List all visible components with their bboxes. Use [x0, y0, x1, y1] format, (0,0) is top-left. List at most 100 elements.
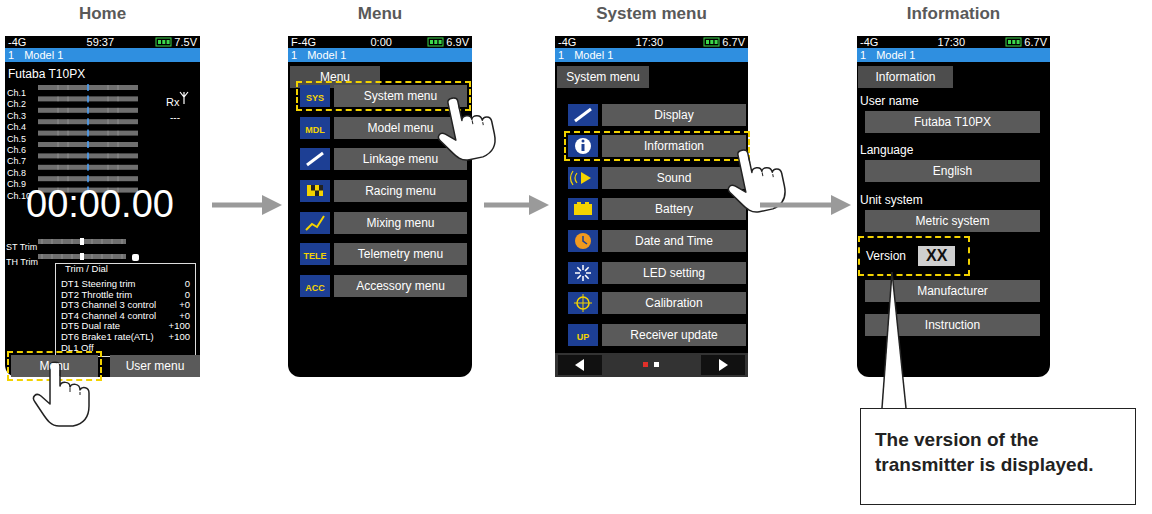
channel-tick: [58, 165, 59, 170]
tap-lines: [60, 370, 80, 395]
button-label: Information: [858, 66, 953, 88]
field-value: Metric system: [865, 210, 1040, 232]
model-number: 1: [291, 48, 297, 62]
page-dot: [643, 362, 648, 367]
model-name: Model 1: [574, 48, 613, 62]
button-face: Accessory menu: [334, 275, 467, 297]
menu-label: Linkage menu: [334, 148, 467, 170]
tap-lines: [749, 153, 774, 182]
channel-tick: [118, 96, 119, 101]
battery-voltage: 7.5V: [174, 36, 197, 48]
channel-tick: [118, 119, 119, 124]
channel-center: [87, 118, 89, 125]
phone-screen: Information-4G17:306.7V1Model 1Informati…: [857, 36, 1050, 377]
setting-field: User nameFutaba T10PX: [865, 111, 1040, 133]
button-face: Sound: [602, 167, 746, 189]
icon-glyph: [319, 185, 323, 191]
menu-item: Information: [568, 135, 746, 157]
battery-cell: [706, 40, 709, 44]
channel-tick: [108, 119, 109, 124]
channel-tick: [68, 108, 69, 113]
screen-label: Ch.9: [7, 179, 26, 189]
model-number: 1: [558, 48, 564, 62]
callout-text: The version of the transmitter is displa…: [875, 427, 1121, 477]
version-label: Version: [866, 249, 906, 263]
trim-row-name: DT5 Dual rate: [61, 321, 120, 332]
trim-tick: [42, 254, 43, 259]
menu-label: Racing menu: [334, 180, 467, 202]
button-face: Display: [602, 104, 746, 126]
channel-center: [87, 95, 89, 102]
menu-item: UPReceiver update: [568, 324, 746, 346]
icon-glyph: [575, 138, 591, 154]
button-face: Telemetry menu: [334, 243, 467, 265]
menu-item: SYSSystem menu: [300, 85, 467, 107]
channel-bar: [38, 165, 138, 170]
model-name: Model 1: [307, 48, 346, 62]
screen-label: Ch.8: [7, 168, 26, 178]
screen-label: ST Trim: [6, 242, 37, 252]
channel-bar: [38, 108, 138, 113]
channel-tick: [118, 85, 119, 90]
channel-center: [87, 187, 89, 194]
trim-marker: [80, 238, 84, 245]
channel-tick: [108, 142, 109, 147]
trim-row-value: +0: [179, 311, 190, 322]
trim-tick: [72, 254, 73, 259]
menu-button: Instruction: [865, 314, 1040, 336]
screen-label: Ch.7: [7, 156, 26, 166]
menu-item: Linkage menu: [300, 148, 467, 170]
button-face: Date and Time: [602, 230, 746, 252]
model-bar: 1Model 1: [5, 48, 200, 62]
flow-arrow: [760, 203, 835, 208]
menu-label: LED setting: [602, 262, 746, 284]
nav-button: [558, 355, 602, 375]
field-value: Futaba T10PX: [865, 111, 1040, 133]
battery-icon: [156, 38, 171, 46]
setting-field: LanguageEnglish: [865, 160, 1040, 182]
trim-row-name: DT6 Brake1 rate(ATL): [61, 332, 154, 343]
clock-text: 17:30: [636, 36, 664, 48]
channel-tick: [108, 165, 109, 170]
screen-label: Ch.1: [7, 88, 26, 98]
clock-text: 17:30: [938, 36, 966, 48]
button-label: User menu: [110, 355, 200, 377]
model-bar: 1Model 1: [857, 48, 1050, 62]
channel-tick: [68, 131, 69, 136]
battery-voltage: 6.7V: [1024, 36, 1047, 48]
menu-label: Date and Time: [602, 230, 746, 252]
tap-lines: [459, 101, 484, 130]
trim-row-name: DT2 Throttle trim: [61, 290, 132, 301]
channel-center: [87, 130, 89, 137]
channel-bar: [38, 131, 138, 136]
menu-item: Date and Time: [568, 230, 746, 252]
icon-glyph: [311, 185, 315, 191]
icon-glyph: [306, 216, 324, 230]
channel-tick: [118, 176, 119, 181]
channel-bar: [38, 119, 138, 124]
channel-tick: [68, 119, 69, 124]
trim-marker: [80, 253, 84, 260]
trim-tick: [122, 254, 123, 259]
screen-tab: System menu: [557, 66, 649, 88]
menu-label: Battery: [602, 198, 746, 220]
channel-tick: [108, 85, 109, 90]
icon-glyph: [582, 144, 585, 151]
version-value: XX: [918, 246, 955, 266]
trim-row-value: 0: [185, 290, 190, 301]
trim-tick: [52, 239, 53, 244]
channel-center: [87, 175, 89, 182]
status-text: -4G: [8, 36, 26, 48]
icon-glyph: [585, 202, 589, 204]
status-header: F-4G0:006.9V1Model 1: [288, 36, 472, 62]
menu-icon: [300, 212, 330, 234]
channel-center: [87, 164, 89, 171]
menu-item: Mixing menu: [300, 212, 467, 234]
icon-glyph: [583, 236, 587, 244]
channel-tick: [58, 188, 59, 193]
button-face: Mixing menu: [334, 212, 467, 234]
icon-glyph: [571, 171, 578, 185]
channel-tick: [108, 188, 109, 193]
trim-tick: [112, 254, 113, 259]
callout-leader: [892, 272, 906, 408]
